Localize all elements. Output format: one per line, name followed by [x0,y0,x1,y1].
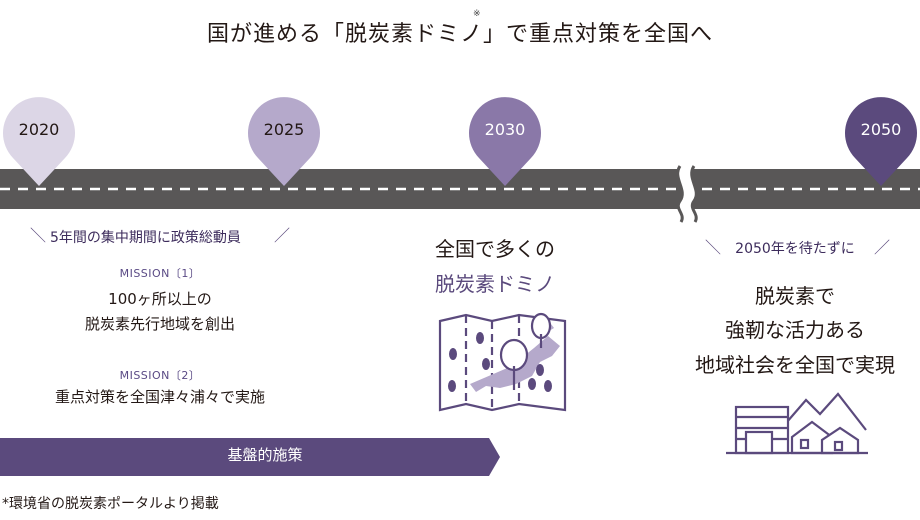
road-break-edge-left [676,165,684,223]
middle-line2: 脱炭素ドミノ [435,272,555,296]
slash-right-open: ＼ [705,238,722,257]
right-line1: 脱炭素で [755,284,835,308]
mission1-line2: 脱炭素先行地域を創出 [84,315,235,333]
title-note-mark: ※ [473,9,481,19]
slash-left-open: ＼ [30,226,47,245]
left-heading: 5年間の集中期間に政策総動員 [50,230,241,246]
pin-2050 [844,97,917,186]
year-label-2050: 2050 [860,120,902,139]
footnote: *環境省の脱炭素ポータルより掲載 [2,496,219,512]
right-heading: 2050年を待たずに [735,241,855,257]
mission1-label: MISSION〔1〕 [119,267,201,280]
road-break-edge-right [690,165,698,223]
mission1-line1: 100ヶ所以上の [108,290,212,308]
middle-line1: 全国で多くの [435,237,555,261]
mission2-label: MISSION〔2〕 [119,369,201,382]
right-line3: 地域社会を全国で実現 [695,353,895,377]
pin-2025 [248,97,321,186]
mission2-line1: 重点対策を全国津々浦々で実施 [54,388,265,406]
year-label-2025: 2025 [263,120,305,139]
banner-arrow [0,438,500,476]
right-line2: 強靭な活力ある [725,318,865,342]
town-icon [726,392,868,455]
pin-2020 [2,97,75,186]
year-label-2020: 2020 [18,120,60,139]
banner-label: 基盤的施策 [227,446,303,464]
slash-right-close: ／ [874,238,891,257]
slash-left-close: ／ [274,226,291,245]
map-icon [438,312,567,412]
page-title: 国が進める「脱炭素ドミノ」で重点対策を全国へ [206,22,713,47]
pin-2030 [469,97,541,186]
year-label-2030: 2030 [484,120,526,139]
